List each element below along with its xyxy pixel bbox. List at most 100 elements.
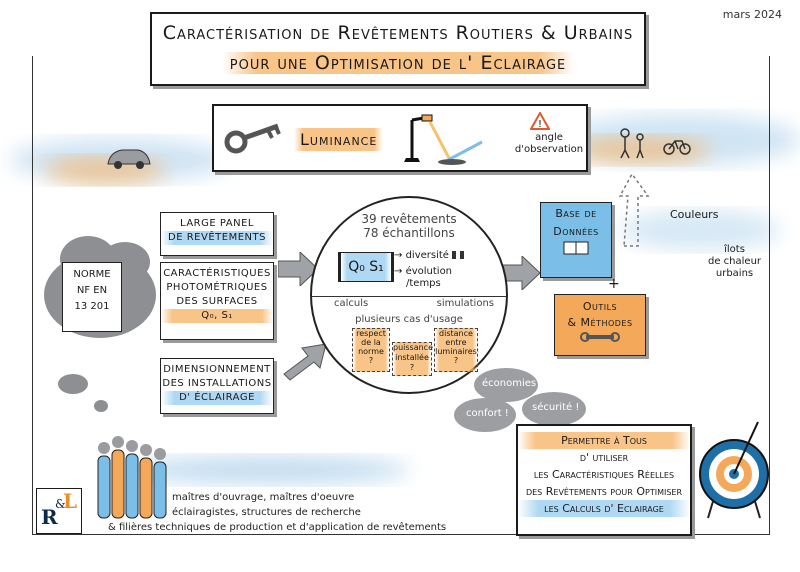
norme-document: Norme NF EN 13 201 [62, 262, 122, 332]
qs-properties: → diversité → évolution /temps [394, 250, 494, 290]
ilots-l3: urbains [715, 268, 754, 279]
checker-icon [452, 251, 469, 259]
angle-label: angle d'observation [514, 132, 584, 156]
date-label: mars 2024 [722, 8, 782, 21]
evolution-label: → évolution [394, 266, 453, 277]
card-photometric: Caractéristiques photométriques des surf… [160, 262, 274, 340]
stakeholders-l3: & filières techniques de production et d… [108, 522, 447, 533]
usage-label: plusieurs cas d'usage [355, 314, 463, 325]
conclusion-l1: Permettre à Tous [518, 432, 690, 449]
temps-label: /temps [406, 278, 441, 289]
stakeholders-l1: maîtres d'ouvrage, maîtres d'oeuvre [172, 492, 355, 503]
card-photo-line-4: Q₀, S₁ [161, 309, 273, 323]
stakeholders-text: maîtres d'ouvrage, maîtres d'oeuvre écla… [172, 490, 361, 520]
case1-l3: norme [358, 347, 384, 356]
arrow-up-right-icon [283, 343, 327, 381]
svg-text:!: ! [538, 119, 542, 130]
small-cloud [58, 374, 88, 394]
simulations-label: simulations [436, 298, 494, 309]
securite-label: sécurité ! [532, 402, 580, 413]
angle-label-2: d'observation [514, 144, 584, 155]
card-photo-line-2: photométriques [166, 282, 268, 293]
luminance-label: Luminance [294, 128, 384, 151]
luminance-box: Luminance ! angle d'observation [212, 104, 588, 172]
evolution-text: évolution [405, 266, 453, 277]
calculs-label: calculs [334, 298, 369, 309]
conclusion-l2: d' utiliser [579, 451, 629, 464]
card-dimension: Dimensionnement des installations d' écl… [160, 358, 274, 414]
case-puissance: puissance installée ? [392, 342, 433, 376]
norme-line-3: 13 201 [74, 301, 110, 312]
arrow-right-icon [278, 252, 318, 286]
qs-box: Q₀ S₁ [338, 252, 394, 282]
central-circle: 39 revêtements 78 échantillons Q₀ S₁ → d… [310, 196, 508, 394]
economies-label: économies ! [482, 378, 544, 389]
card-panel-line-1: Large panel [180, 218, 254, 229]
people-group-icon [97, 436, 167, 519]
title-line-2-text: pour une Optimisation de l' Eclairage [221, 52, 575, 74]
card-dim-line-3: d' éclairage [161, 391, 273, 405]
ilots-l1: îlots [724, 244, 745, 255]
street-lamp-icon [404, 114, 483, 165]
card-photo-line-1: Caractéristiques [163, 268, 271, 279]
case-norme: respect de la norme ? [352, 328, 390, 372]
base-line-1: Base de [555, 207, 597, 220]
base-donnees-box: Base de Données [540, 202, 612, 278]
circle-divider [312, 296, 506, 297]
confort-label: confort ! [466, 408, 509, 419]
card-photo-line-3: des surfaces [176, 296, 258, 307]
logo-r: R [41, 505, 58, 529]
stakeholders-l2: éclairagistes, structures de recherche [172, 507, 361, 518]
norme-cloud: Norme NF EN 13 201 [40, 232, 160, 342]
case-distance: distance entre luminaires ? [434, 328, 478, 372]
card-panel-line-2: de revêtements [161, 231, 273, 245]
case2-l3: ? [409, 363, 415, 372]
bubble-securite [522, 392, 586, 426]
case2-l1: puissance [393, 343, 433, 352]
outils-line-2: & Méthodes [567, 316, 633, 329]
ilots-label: îlots de chaleur urbains [708, 244, 761, 280]
case1-l4: ? [368, 356, 374, 365]
card-dim-line-1: Dimensionnement [163, 364, 271, 375]
ilots-l2: de chaleur [708, 256, 762, 267]
circle-counts: 39 revêtements 78 échantillons [312, 212, 506, 240]
warning-icon: ! [530, 112, 550, 130]
card-dim-line-2: des installations [162, 378, 272, 389]
plus-sign: + [608, 276, 620, 292]
conclusion-box: Permettre à Tous d' utiliser les Caracté… [516, 424, 692, 536]
count-revetements: 39 revêtements [361, 212, 457, 226]
outils-line-1: Outils [582, 300, 618, 313]
card-panel: Large panel de revêtements [160, 212, 274, 256]
count-echantillons: 78 échantillons [363, 226, 455, 240]
diversite-label: → diversité [394, 250, 494, 262]
small-cloud [94, 400, 108, 412]
outer-frame [32, 56, 770, 535]
case1-l2: de la [361, 338, 381, 347]
logo-l: L [63, 489, 78, 513]
conclusion-l3: les Caractéristiques Réelles [533, 468, 675, 481]
key-icon [224, 123, 281, 154]
title-line-2: pour une Optimisation de l' Eclairage [152, 52, 644, 74]
case3-l2: entre [445, 338, 467, 347]
dashed-arrow-icon [618, 172, 650, 247]
norme-line-1: Norme [73, 269, 111, 280]
target-icon [699, 421, 769, 519]
case1-l1: respect [356, 329, 386, 338]
case3-l3: luminaires [435, 347, 477, 356]
wrench-icon [580, 332, 620, 342]
bubble-confort [454, 398, 516, 432]
outils-box: Outils & Méthodes [554, 294, 646, 356]
rl-logo: R & L [36, 488, 82, 534]
conclusion-l4: des Revêtements pour Optimiser [525, 485, 683, 498]
case3-l1: distance [439, 329, 473, 338]
pedestrians-icon [620, 128, 644, 159]
bicycle-icon [663, 140, 691, 155]
diversite-text: diversité [405, 250, 449, 261]
title-line-1: Caractérisation de Revêtements Routiers … [162, 22, 634, 44]
car-icon [107, 149, 151, 169]
case3-l4: ? [453, 356, 459, 365]
norme-line-2: NF EN [76, 285, 108, 296]
couleurs-label: Couleurs [670, 208, 719, 221]
base-line-2: Données [553, 225, 599, 238]
angle-label-1: angle [535, 132, 563, 143]
